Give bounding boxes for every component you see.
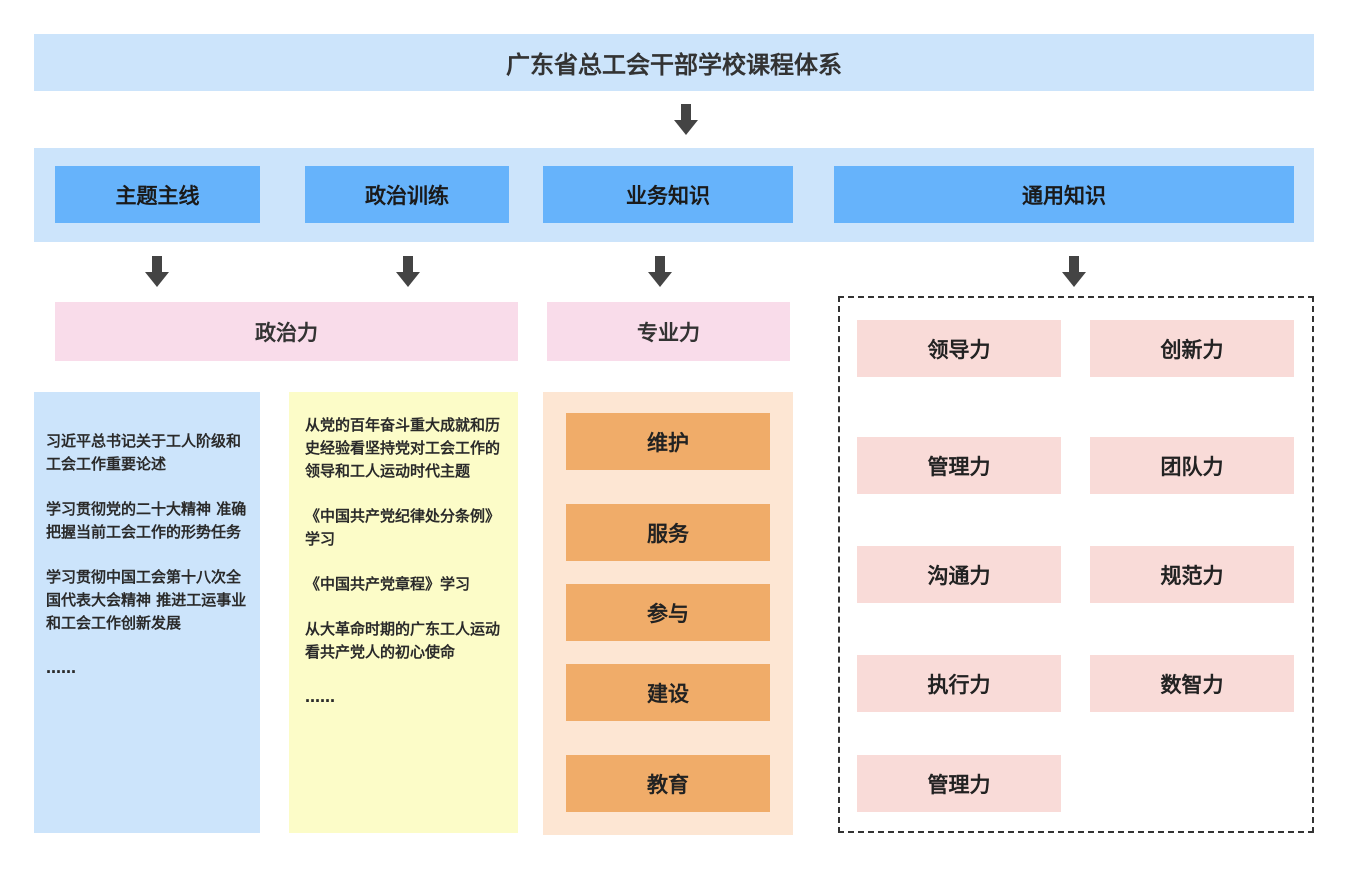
- function-service: 服务: [566, 504, 770, 561]
- category-label: 主题主线: [115, 183, 200, 208]
- function-label: 服务: [647, 521, 689, 546]
- course-item: 习近平总书记关于工人阶级和工会工作重要论述: [46, 432, 242, 473]
- category-label: 通用知识: [1022, 183, 1106, 208]
- group-label: 专业力: [637, 320, 700, 345]
- course-item: 《中国共产党纪律处分条例》学习: [305, 507, 501, 548]
- arrow-down-icon: [1062, 256, 1086, 288]
- arrow-down-icon: [396, 256, 420, 288]
- skill-label: 管理力: [927, 772, 991, 797]
- category-theme-mainline: 主题主线: [55, 166, 260, 223]
- function-label: 参与: [647, 601, 689, 626]
- skill-label: 创新力: [1160, 337, 1224, 362]
- course-item: 学习贯彻中国工会第十八次全国代表大会精神 推进工运事业和工会工作创新发展: [46, 568, 247, 632]
- category-business-knowledge: 业务知识: [543, 166, 793, 223]
- theme-course-list: 习近平总书记关于工人阶级和工会工作重要论述 学习贯彻党的二十大精神 准确把握当前…: [34, 392, 260, 833]
- skill-execution: 执行力: [857, 655, 1061, 712]
- group-professional-power: 专业力: [547, 302, 790, 361]
- skill-label: 团队力: [1160, 454, 1224, 479]
- skill-label: 执行力: [927, 672, 991, 697]
- function-label: 教育: [647, 772, 689, 797]
- function-participate: 参与: [566, 584, 770, 641]
- course-item: 《中国共产党章程》学习: [305, 575, 471, 593]
- function-educate: 教育: [566, 755, 770, 812]
- skill-teamwork: 团队力: [1090, 437, 1294, 494]
- group-label: 政治力: [255, 320, 318, 345]
- skill-management: 管理力: [857, 437, 1061, 494]
- category-label: 业务知识: [626, 183, 710, 208]
- category-general-knowledge: 通用知识: [834, 166, 1294, 223]
- skill-label: 领导力: [927, 337, 991, 362]
- group-political-power: 政治力: [55, 302, 518, 361]
- general-skills-panel: [838, 296, 1314, 833]
- skill-label: 管理力: [927, 454, 991, 479]
- skill-label: 规范力: [1160, 563, 1224, 588]
- course-item: 学习贯彻党的二十大精神 准确把握当前工会工作的形势任务: [46, 500, 247, 541]
- title-text: 广东省总工会干部学校课程体系: [506, 51, 842, 79]
- function-maintain: 维护: [566, 413, 770, 470]
- skill-label: 数智力: [1160, 672, 1224, 697]
- course-item-ellipsis: ……: [305, 688, 335, 706]
- skill-communication: 沟通力: [857, 546, 1061, 603]
- skill-management-2: 管理力: [857, 755, 1061, 812]
- arrow-down-icon: [648, 256, 672, 288]
- course-item: 从党的百年奋斗重大成就和历史经验看坚持党对工会工作的领导和工人运动时代主题: [305, 416, 501, 480]
- skill-label: 沟通力: [927, 563, 991, 588]
- skill-digital-intelligence: 数智力: [1090, 655, 1294, 712]
- function-label: 维护: [647, 430, 689, 455]
- diagram-title: 广东省总工会干部学校课程体系: [34, 34, 1314, 91]
- category-label: 政治训练: [365, 183, 449, 208]
- function-label: 建设: [647, 681, 689, 706]
- skill-leadership: 领导力: [857, 320, 1061, 377]
- skill-innovation: 创新力: [1090, 320, 1294, 377]
- arrow-down-icon: [145, 256, 169, 288]
- function-build: 建设: [566, 664, 770, 721]
- arrow-down-icon: [674, 104, 698, 136]
- skill-standardization: 规范力: [1090, 546, 1294, 603]
- category-political-training: 政治训练: [305, 166, 509, 223]
- political-course-list: 从党的百年奋斗重大成就和历史经验看坚持党对工会工作的领导和工人运动时代主题 《中…: [289, 392, 518, 833]
- course-item: 从大革命时期的广东工人运动看共产党人的初心使命: [305, 620, 501, 661]
- course-item-ellipsis: ……: [46, 659, 76, 677]
